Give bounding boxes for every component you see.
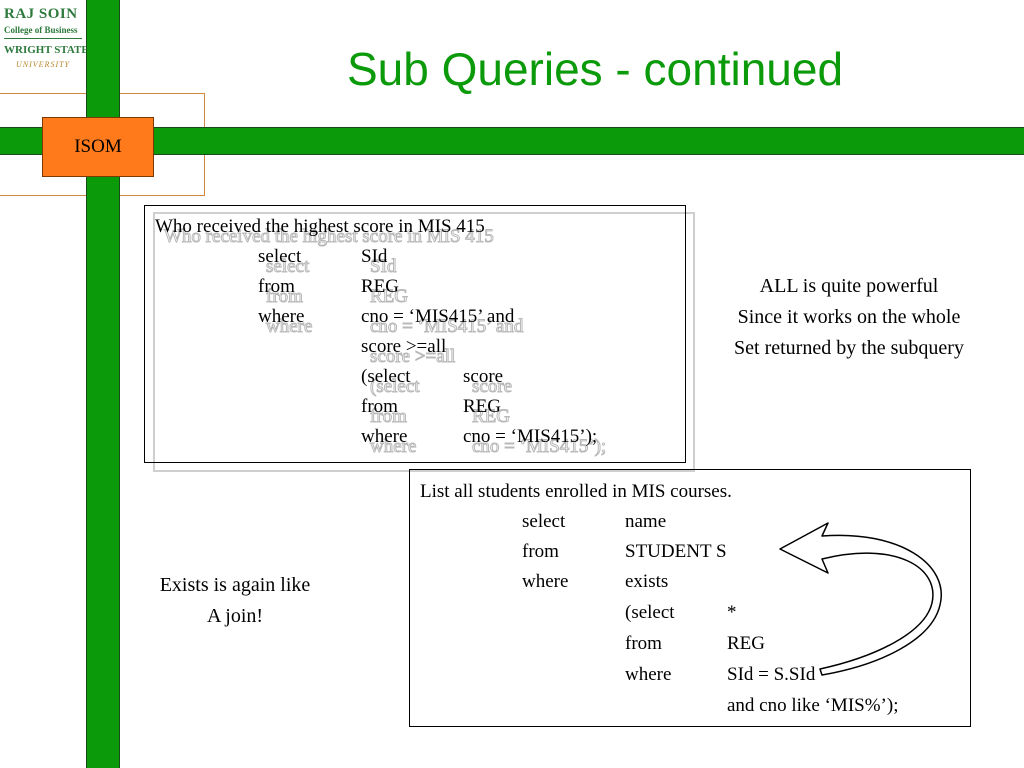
note-all-line: Since it works on the whole <box>737 306 961 328</box>
note-exists: Exists is again like A join! <box>130 570 340 632</box>
university-logo: RAJ SOIN College of Business WRIGHT STAT… <box>2 4 89 84</box>
isom-badge: ISOM <box>42 117 154 177</box>
logo-divider <box>4 38 82 39</box>
note-exists-line: Exists is again like <box>159 574 311 596</box>
logo-line-4: UNIVERSITY <box>16 60 70 69</box>
vertical-green-bar <box>86 0 120 768</box>
note-exists-line: A join! <box>206 605 264 627</box>
horizontal-green-bar <box>0 127 1024 155</box>
query1-box <box>144 205 686 463</box>
logo-line-2: College of Business <box>4 25 78 35</box>
query1-shadow-frame <box>153 212 695 472</box>
curved-arrow-icon <box>779 522 942 676</box>
slide-title: Sub Queries - continued <box>346 43 844 95</box>
logo-line-1: RAJ SOIN <box>4 6 78 22</box>
query2-box <box>409 469 971 727</box>
note-all-line: Set returned by the subquery <box>734 337 964 359</box>
logo-line-3: WRIGHT STATE <box>4 44 89 56</box>
note-all: ALL is quite powerful Since it works on … <box>696 271 1002 364</box>
note-all-line: ALL is quite powerful <box>759 275 939 297</box>
